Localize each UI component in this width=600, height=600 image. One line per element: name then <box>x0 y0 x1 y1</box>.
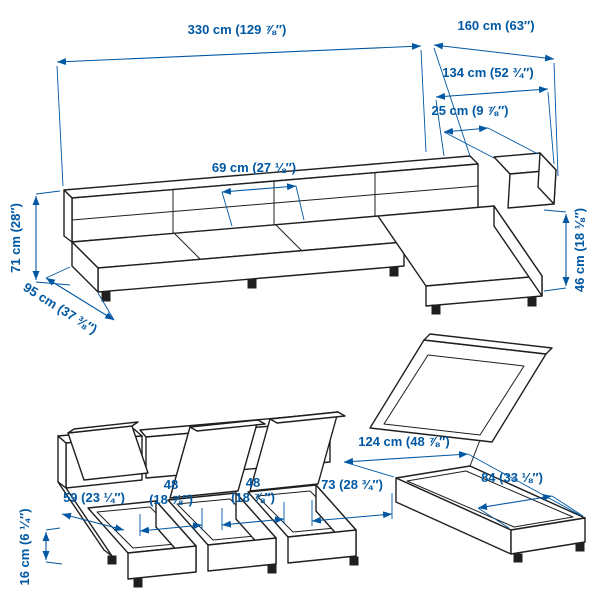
dim-chaise-storage-length: 124 cm (48 ⅞″) <box>343 434 581 516</box>
dimension-label: 73 (28 ¾″) <box>321 477 383 492</box>
chaise-storage-box-front <box>510 517 586 555</box>
extension-line <box>435 91 555 165</box>
dimension-label: 59 (23 ¼″) <box>63 490 125 505</box>
dimension-label: 95 cm (37 ⅜″) <box>21 279 100 336</box>
chaise-right-side <box>493 205 543 297</box>
dim-chaise-storage-width: 84 (33 ⅛″) <box>477 470 584 529</box>
sofa-top-view <box>63 152 557 315</box>
lid-2-thickness <box>189 419 266 432</box>
dim-armrest-width: 25 cm (9 ⅞″) <box>431 103 539 159</box>
dim-chaise-depth-seat: 134 cm (52 ¾″) <box>435 65 555 165</box>
dimension-label: 71 cm (28″) <box>8 203 23 273</box>
dim-storage-width-1: 48 (18 ⅞″) <box>139 477 203 536</box>
dimension-label-inches: (18 ⅞″) <box>149 492 193 507</box>
sofa-feet-bottom <box>107 542 585 588</box>
chaise-lid-thickness <box>423 333 553 355</box>
storage-box-1-front <box>127 545 197 580</box>
lid-3-thickness <box>269 411 346 424</box>
extension-line <box>45 527 63 565</box>
storage-box-2-front <box>207 537 277 572</box>
dimension-label: 25 cm (9 ⅞″) <box>431 103 508 118</box>
dimension-label: 330 cm (129 ⅞″) <box>188 22 287 37</box>
dimension-label: 69 cm (27 ⅛″) <box>212 160 296 175</box>
armrest-right-side <box>537 152 557 205</box>
dimension-line <box>433 42 555 62</box>
dimension-label: 160 cm (63″) <box>457 18 534 33</box>
backrest-horizontal-seam <box>71 185 479 221</box>
chaise-lid-raised <box>369 339 547 443</box>
dim-seat-width: 69 cm (27 ⅛″) <box>212 160 305 227</box>
dim-total-width: 330 cm (129 ⅞″) <box>56 22 427 187</box>
left-module-backrest-side <box>57 435 67 489</box>
storage-box-3-front <box>287 529 357 564</box>
dim-plinth-height: 16 cm (6 ¼″) <box>17 508 63 586</box>
dim-seat-height: 46 cm (18 ⅛″) <box>543 208 587 292</box>
dimension-label: 134 cm (52 ¾″) <box>442 65 534 80</box>
dim-chaise-depth-total: 160 cm (63″) <box>433 18 559 177</box>
extension-line <box>443 127 539 159</box>
chaise-storage-box-inner <box>406 470 574 528</box>
extension-line <box>543 209 567 292</box>
dimension-label-inches: (18 ⅞″) <box>231 490 275 505</box>
extension-line <box>56 49 427 187</box>
dimension-line <box>311 511 393 524</box>
dimension-line <box>221 516 285 528</box>
dimension-line <box>45 277 115 321</box>
dim-left-module-depth: 59 (23 ¼″) <box>61 490 125 532</box>
dim-storage-width-3: 73 (28 ¾″) <box>311 477 393 526</box>
extension-line <box>477 495 584 529</box>
bottom-view-dimensions: 124 cm (48 ⅞″) 59 (23 ¼″) 48 (18 ⅞″) 48 … <box>17 434 584 586</box>
extension-line <box>433 47 559 177</box>
dimension-label: 48 <box>246 475 260 490</box>
dimension-line <box>343 451 469 465</box>
dimension-label: 124 cm (48 ⅞″) <box>358 434 450 449</box>
dimension-line <box>139 522 203 534</box>
dimension-line <box>56 42 422 66</box>
dimension-line <box>61 512 125 532</box>
dimension-line <box>221 183 297 195</box>
dim-storage-width-2: 48 (18 ⅞″) <box>221 475 285 530</box>
sofa-bottom-view <box>57 333 586 588</box>
dimension-label: 84 (33 ⅛″) <box>481 470 543 485</box>
dimension-line <box>435 86 549 100</box>
dimension-line <box>443 125 489 135</box>
dimension-label: 48 <box>164 477 178 492</box>
dimension-label: 16 cm (6 ¼″) <box>17 508 32 585</box>
lid-1-thickness <box>67 421 139 434</box>
chaise-lid-hinge <box>469 439 481 467</box>
dimension-line <box>477 493 553 511</box>
seat-cushion-seams <box>173 224 303 260</box>
dimension-label: 46 cm (18 ⅛″) <box>572 208 587 292</box>
extension-line <box>221 185 305 227</box>
backrest-left-side <box>63 189 73 243</box>
chaise-lid-inner-panel <box>383 354 525 436</box>
